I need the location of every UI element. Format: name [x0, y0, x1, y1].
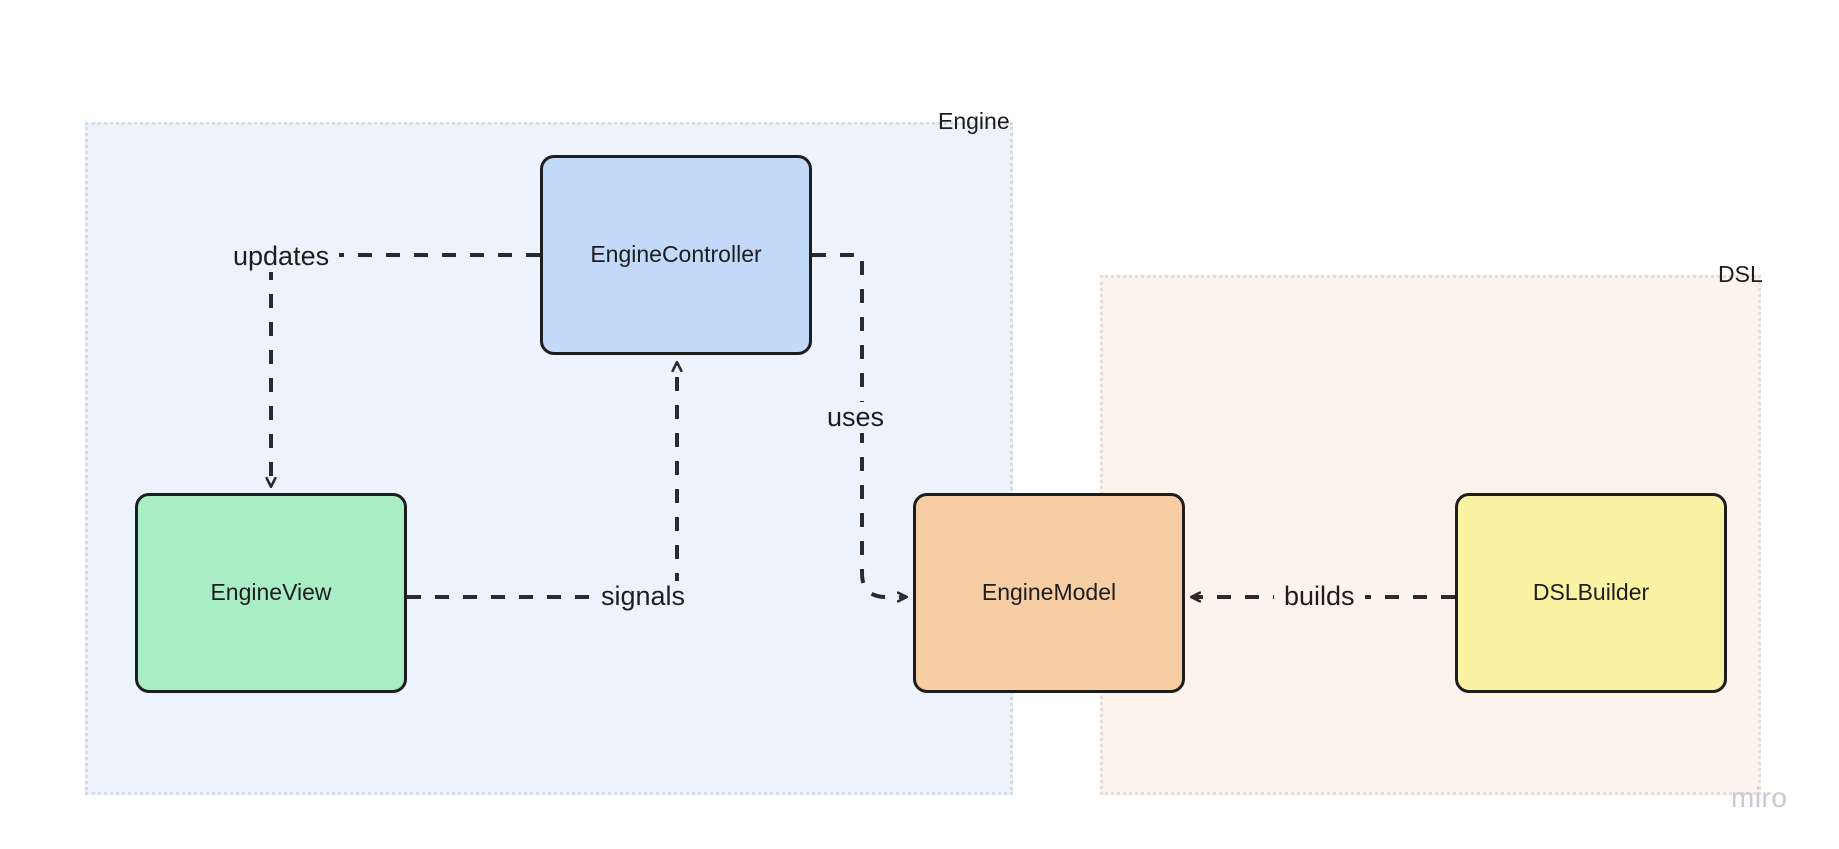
node-engine-controller-label: EngineController	[590, 241, 762, 268]
edge-label-signals: signals	[591, 581, 696, 612]
node-dsl-builder[interactable]: DSLBuilder	[1455, 493, 1727, 693]
node-dsl-builder-label: DSLBuilder	[1532, 579, 1650, 606]
node-engine-view[interactable]: EngineView	[135, 493, 407, 693]
edge-label-updates: updates	[223, 241, 340, 272]
node-engine-view-label: EngineView	[210, 579, 332, 606]
node-engine-model-label: EngineModel	[981, 579, 1117, 606]
edge-label-builds: builds	[1274, 581, 1365, 612]
group-dsl-label: DSL	[1718, 261, 1763, 287]
node-engine-model[interactable]: EngineModel	[913, 493, 1185, 693]
miro-watermark: miro	[1731, 782, 1788, 813]
edge-label-uses: uses	[817, 402, 895, 433]
node-engine-controller[interactable]: EngineController	[540, 155, 812, 355]
group-engine-label: Engine	[938, 108, 1010, 134]
